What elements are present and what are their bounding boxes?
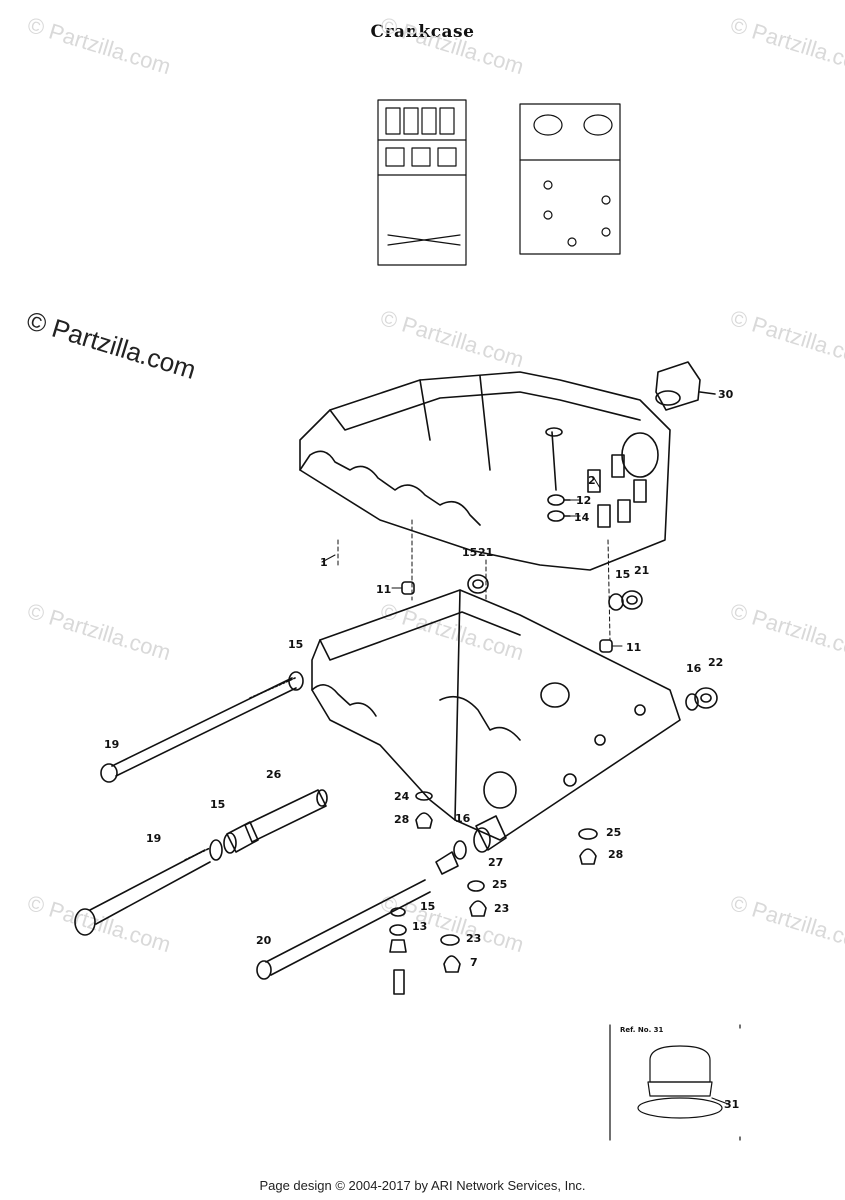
part-label: 15 (420, 900, 436, 913)
reference-sketch-left (377, 99, 467, 266)
part-label: 13 (412, 920, 428, 933)
nut-right (685, 687, 718, 711)
part-label: 25 (606, 826, 622, 839)
part-label: 30 (718, 388, 734, 401)
part-label: 16 (455, 812, 471, 825)
long-bolt-lower (74, 847, 211, 936)
part-label: 28 (608, 848, 624, 861)
small-fittings (389, 791, 598, 995)
part-label: 20 (256, 934, 272, 947)
reference-sketch-right (519, 103, 621, 255)
part-label: 15 (462, 546, 478, 559)
part-label: 2 (588, 474, 596, 487)
part-label: 21 (634, 564, 650, 577)
upper-crankcase (299, 371, 671, 571)
diagram-title: Crankcase (370, 22, 475, 42)
part-label: 19 (104, 738, 120, 751)
part-label: 15 (210, 798, 226, 811)
part-label: 24 (394, 790, 410, 803)
ref-box-title: Ref. No. 31 (620, 1026, 664, 1034)
sleeve-spacer (209, 789, 328, 861)
alignment-lines (337, 519, 611, 641)
part-label: 1 (320, 556, 328, 569)
part-label: 12 (576, 494, 592, 507)
part-label: 31 (724, 1098, 740, 1111)
dowel-pins (401, 581, 613, 653)
lower-crankcase (311, 589, 681, 841)
part-label: 28 (394, 813, 410, 826)
part-label: 11 (376, 583, 392, 596)
ref-31-box (609, 1024, 741, 1141)
part-label: 25 (492, 878, 508, 891)
part-label: 26 (266, 768, 282, 781)
part-label: 27 (488, 856, 504, 869)
stud-bolt (545, 427, 571, 522)
leader-lines (321, 477, 623, 647)
part-label: 14 (574, 511, 590, 524)
part-label: 19 (146, 832, 162, 845)
part-label: 21 (478, 546, 494, 559)
part-label: 23 (494, 902, 510, 915)
footer-copyright: Page design © 2004-2017 by ARI Network S… (259, 1178, 586, 1193)
part-label: 16 (686, 662, 702, 675)
bolt-20 (256, 879, 431, 980)
oil-filler-cap (655, 361, 716, 411)
part-label: 15 (615, 568, 631, 581)
part-label: 11 (626, 641, 642, 654)
part-label: 7 (470, 956, 478, 969)
long-bolt-upper (100, 671, 304, 783)
collar (435, 815, 507, 875)
part-label: 22 (708, 656, 724, 669)
part-label: 15 (288, 638, 304, 651)
nuts-washers-upper (467, 574, 643, 611)
part-label: 23 (466, 932, 482, 945)
